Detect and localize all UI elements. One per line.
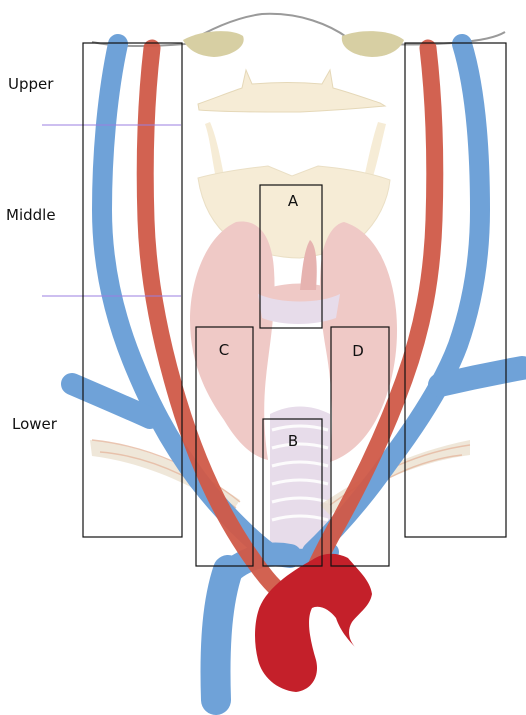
thyroid-cartilage-right-horn xyxy=(364,122,386,180)
thyroid-cartilage-left-horn xyxy=(205,122,224,178)
superior-vena-cava xyxy=(216,570,229,700)
region-label-c: C xyxy=(219,341,229,359)
region-label-a: A xyxy=(288,192,299,210)
right-subclavian-vein xyxy=(440,368,522,385)
hyoid-bone xyxy=(198,70,385,112)
hyoid-right-pad xyxy=(342,31,404,57)
thyroid-left-lobe xyxy=(190,221,275,460)
level-label-upper: Upper xyxy=(8,75,54,93)
region-label-d: D xyxy=(352,342,364,360)
hyoid-left-pad xyxy=(183,31,244,57)
level-label-middle: Middle xyxy=(6,206,56,224)
region-label-b: B xyxy=(288,432,298,450)
level-label-lower: Lower xyxy=(12,415,58,433)
